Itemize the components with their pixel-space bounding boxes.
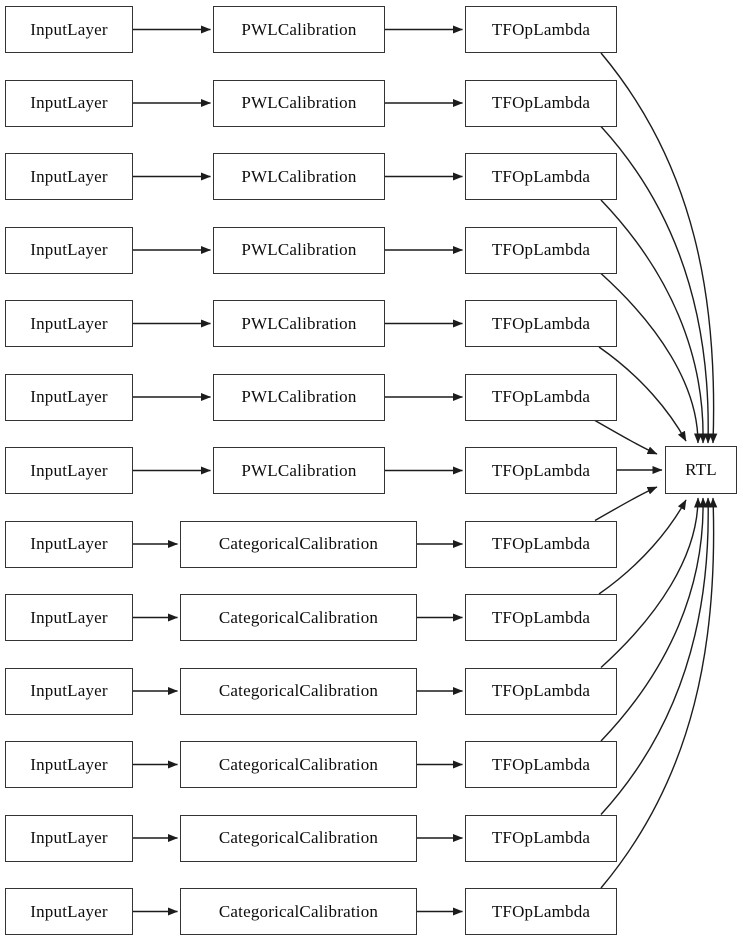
node-tfop-lambda: TFOpLambda bbox=[465, 888, 617, 935]
node-pwl-calibration: PWLCalibration bbox=[213, 6, 385, 53]
node-input-layer: InputLayer bbox=[5, 814, 133, 862]
edge-lambda-to-rtl bbox=[600, 497, 713, 815]
node-tfop-lambda: TFOpLambda bbox=[465, 594, 617, 641]
node-input-layer: InputLayer bbox=[5, 447, 133, 494]
node-pwl-calibration: PWLCalibration bbox=[213, 226, 385, 274]
edge-lambda-to-rtl bbox=[600, 126, 713, 444]
edge-lambda-to-rtl bbox=[600, 52, 718, 444]
node-rtl: RTL bbox=[665, 446, 737, 494]
node-tfop-lambda: TFOpLambda bbox=[465, 814, 617, 862]
node-pwl-calibration: PWLCalibration bbox=[213, 373, 385, 421]
node-input-layer: InputLayer bbox=[5, 594, 133, 641]
node-tfop-lambda: TFOpLambda bbox=[465, 153, 617, 200]
node-tfop-lambda: TFOpLambda bbox=[465, 667, 617, 715]
node-categorical-calibration: CategoricalCalibration bbox=[180, 520, 417, 568]
edge-lambda-to-rtl bbox=[598, 346, 687, 442]
node-input-layer: InputLayer bbox=[5, 520, 133, 568]
node-input-layer: InputLayer bbox=[5, 373, 133, 421]
node-categorical-calibration: CategoricalCalibration bbox=[180, 814, 417, 862]
node-input-layer: InputLayer bbox=[5, 79, 133, 127]
edge-lambda-to-rtl bbox=[600, 272, 702, 444]
node-input-layer: InputLayer bbox=[5, 888, 133, 935]
edge-lambda-to-rtl bbox=[600, 497, 718, 889]
node-pwl-calibration: PWLCalibration bbox=[213, 300, 385, 347]
node-tfop-lambda: TFOpLambda bbox=[465, 520, 617, 568]
node-tfop-lambda: TFOpLambda bbox=[465, 226, 617, 274]
edge-lambda-to-rtl bbox=[594, 419, 658, 455]
node-categorical-calibration: CategoricalCalibration bbox=[180, 667, 417, 715]
node-tfop-lambda: TFOpLambda bbox=[465, 6, 617, 53]
node-input-layer: InputLayer bbox=[5, 741, 133, 788]
node-categorical-calibration: CategoricalCalibration bbox=[180, 741, 417, 788]
node-pwl-calibration: PWLCalibration bbox=[213, 79, 385, 127]
node-input-layer: InputLayer bbox=[5, 667, 133, 715]
node-categorical-calibration: CategoricalCalibration bbox=[180, 888, 417, 935]
node-pwl-calibration: PWLCalibration bbox=[213, 153, 385, 200]
edge-lambda-to-rtl bbox=[600, 497, 708, 742]
node-input-layer: InputLayer bbox=[5, 153, 133, 200]
node-tfop-lambda: TFOpLambda bbox=[465, 373, 617, 421]
node-pwl-calibration: PWLCalibration bbox=[213, 447, 385, 494]
edge-lambda-to-rtl bbox=[598, 499, 687, 595]
node-tfop-lambda: TFOpLambda bbox=[465, 447, 617, 494]
node-tfop-lambda: TFOpLambda bbox=[465, 79, 617, 127]
node-tfop-lambda: TFOpLambda bbox=[465, 741, 617, 788]
edge-lambda-to-rtl bbox=[600, 199, 708, 444]
node-input-layer: InputLayer bbox=[5, 300, 133, 347]
edge-lambda-to-rtl bbox=[594, 486, 658, 522]
node-categorical-calibration: CategoricalCalibration bbox=[180, 594, 417, 641]
node-input-layer: InputLayer bbox=[5, 6, 133, 53]
node-input-layer: InputLayer bbox=[5, 226, 133, 274]
node-tfop-lambda: TFOpLambda bbox=[465, 300, 617, 347]
edge-lambda-to-rtl bbox=[600, 497, 702, 669]
